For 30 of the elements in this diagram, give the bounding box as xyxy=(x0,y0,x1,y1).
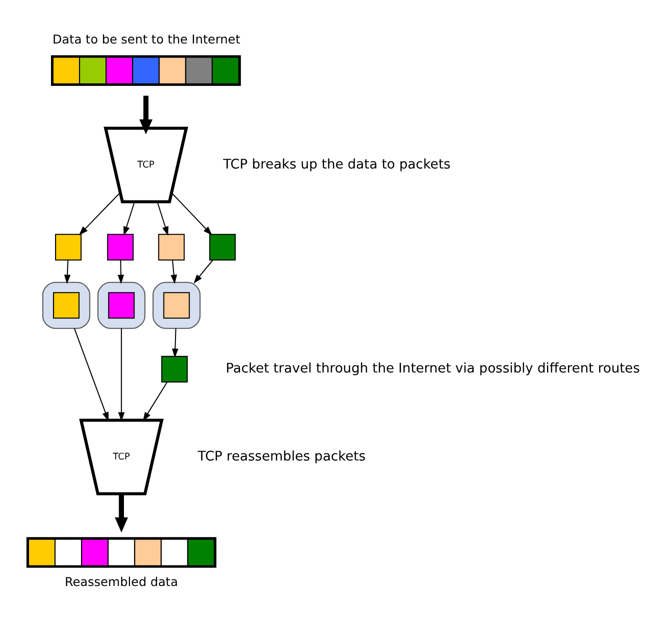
label: TCP breaks up the data to packets xyxy=(223,157,451,172)
arrow xyxy=(118,328,125,422)
cluster xyxy=(42,282,90,329)
node-label: Reassembled data xyxy=(64,574,178,589)
node-box xyxy=(53,292,80,319)
arrow xyxy=(114,494,128,532)
node-box xyxy=(163,292,190,319)
node-box xyxy=(108,292,135,319)
arrow xyxy=(139,96,152,134)
label: Packet travel through the Internet via possibly different routes xyxy=(226,362,640,377)
arrow xyxy=(74,328,109,422)
arrow xyxy=(156,202,168,236)
node-label: Data to be sent to the Internet xyxy=(52,32,240,47)
node-box xyxy=(161,356,188,382)
node-box xyxy=(55,234,82,260)
cluster xyxy=(152,282,201,329)
arrow xyxy=(78,192,120,236)
arrow xyxy=(171,192,212,236)
arrow xyxy=(172,328,178,358)
cluster xyxy=(97,282,146,329)
arrow xyxy=(170,260,178,284)
node-box xyxy=(158,234,185,260)
arrow xyxy=(123,202,135,236)
arrow xyxy=(142,382,168,422)
label: TCP reassembles packets xyxy=(198,449,366,464)
node-box xyxy=(209,234,236,260)
arrow xyxy=(194,260,214,284)
arrow xyxy=(118,260,124,284)
node-box xyxy=(107,234,134,260)
arrow xyxy=(64,260,71,284)
